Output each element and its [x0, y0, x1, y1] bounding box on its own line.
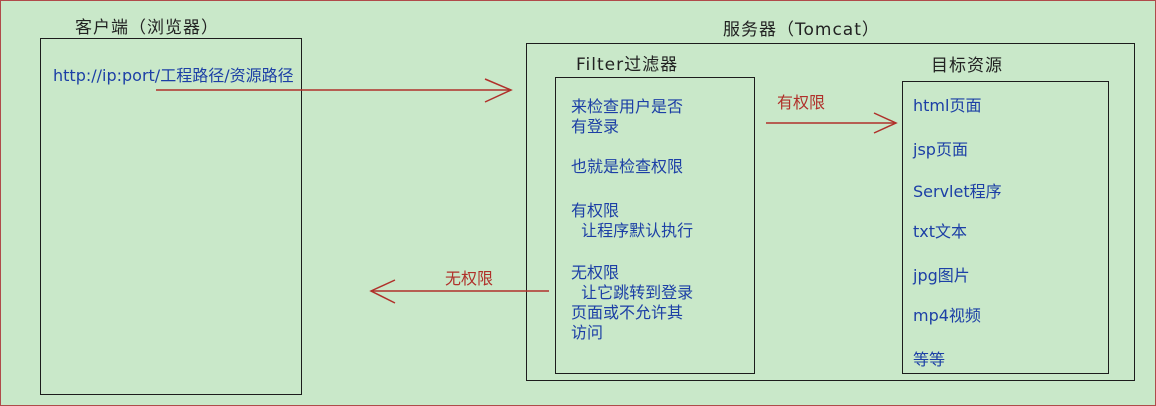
resource-jsp: jsp页面: [913, 140, 968, 159]
request-arrow: [156, 78, 513, 103]
client-url: http://ip:port/工程路径/资源路径: [53, 66, 294, 85]
target-box: html页面 jsp页面 Servlet程序 txt文本 jpg图片 mp4视频…: [902, 81, 1109, 374]
resource-jpg: jpg图片: [913, 266, 970, 285]
filter-box: [555, 77, 755, 374]
resource-etc: 等等: [913, 350, 946, 369]
server-title: 服务器（Tomcat）: [723, 20, 880, 40]
filter-item-allowed: 有权限 让程序默认执行: [571, 201, 694, 240]
resource-mp4: mp4视频: [913, 306, 981, 325]
resource-servlet: Servlet程序: [913, 182, 1002, 201]
denied-label: 无权限: [445, 269, 494, 288]
resource-txt: txt文本: [913, 222, 968, 241]
server-box: [526, 43, 1135, 381]
client-box: [40, 38, 302, 395]
denied-arrow: [369, 279, 549, 304]
target-title: 目标资源: [931, 56, 1003, 76]
allowed-arrow: [766, 112, 898, 134]
resource-html: html页面: [913, 96, 982, 115]
client-title: 客户端（浏览器）: [75, 18, 219, 38]
filter-title: Filter过滤器: [576, 55, 679, 75]
filter-item-denied: 无权限 让它跳转到登录 页面或不允许其 访问: [571, 263, 694, 342]
filter-item-permission-check: 也就是检查权限: [571, 157, 684, 176]
filter-item-login-check: 来检查用户是否 有登录: [571, 97, 684, 136]
allowed-label: 有权限: [777, 93, 826, 112]
